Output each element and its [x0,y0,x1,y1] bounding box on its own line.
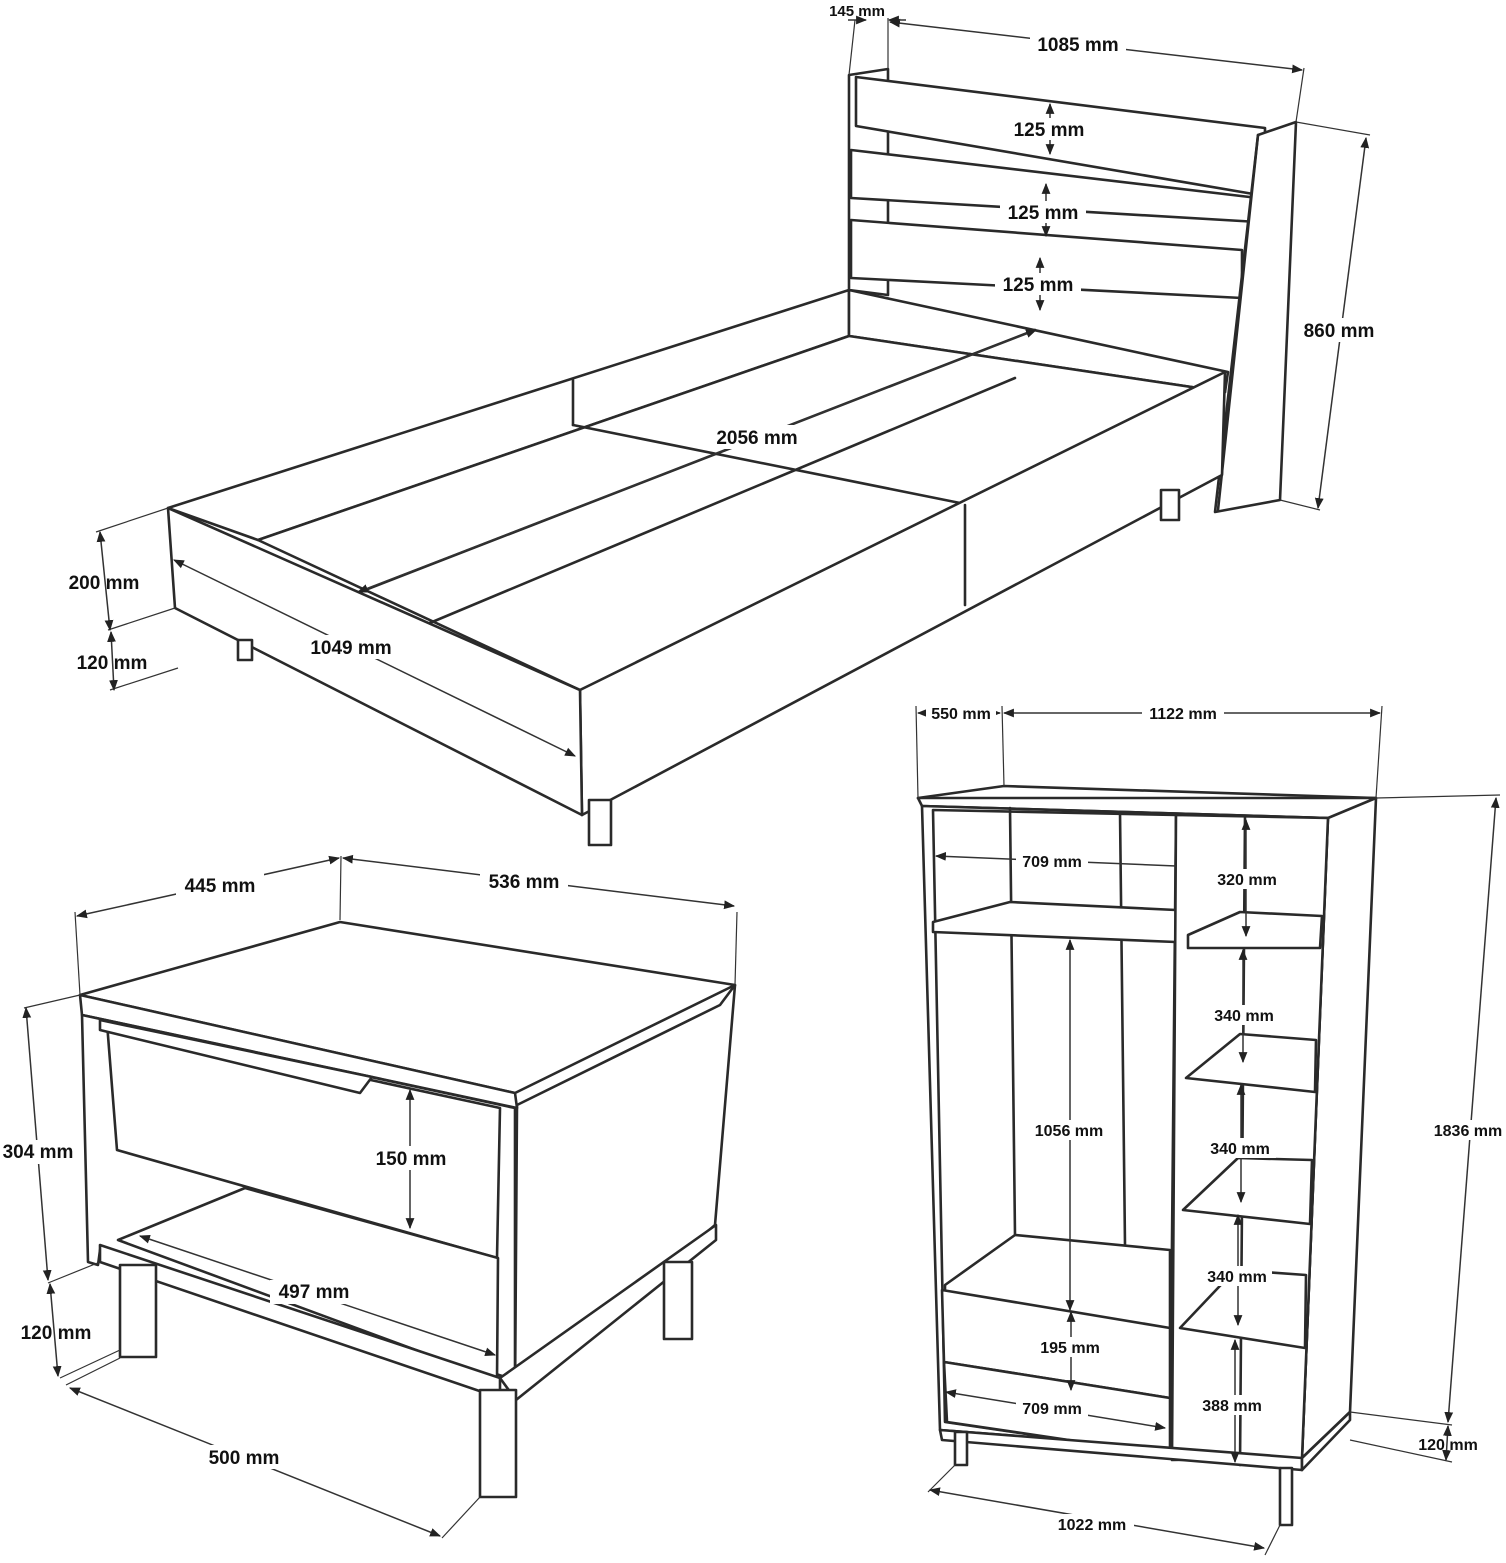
wardrobe-shelf-2 [1184,1032,1318,1094]
wardrobe-drawer-height-label: 195 mm [1040,1340,1100,1357]
wardrobe-shelf-3 [1181,1156,1314,1226]
bed-leg-foot-left [236,638,254,662]
wardrobe-leg-left [953,1430,969,1467]
nightstand-depth-label: 445 mm [185,876,256,897]
bed-slat-1-label: 125 mm [1014,120,1085,141]
bed-headboard-height-label: 860 mm [1304,321,1375,342]
wardrobe-width-label: 1122 mm [1149,706,1217,723]
wardrobe-shelf-4 [1178,1268,1308,1350]
bed-headboard-thickness-label: 145 mm [829,3,885,20]
wardrobe-base-width-label: 1022 mm [1058,1517,1127,1534]
nightstand-leg-front-left [118,1263,158,1359]
wardrobe-leg-height-label: 120 mm [1418,1437,1478,1454]
nightstand-body-height-label: 304 mm [3,1142,74,1163]
bed-length-label: 2056 mm [716,428,797,449]
bed-leg-foot-right [587,798,613,847]
nightstand-leg-front-right [478,1388,518,1499]
wardrobe-shelf-1 [1186,910,1324,950]
bed-leg-head-right [1159,488,1181,522]
bed-drawing: 145 mm 1085 mm 125 mm 125 mm 125 mm 860 … [69,3,1382,847]
bed-slat-2-label: 125 mm [1008,203,1079,224]
nightstand-base-width-label: 500 mm [209,1448,280,1469]
nightstand-leg-back-right [662,1260,694,1341]
wardrobe-leg-right [1278,1466,1294,1527]
wardrobe-depth-label: 550 mm [931,706,991,723]
wardrobe-shelf-5-label: 388 mm [1202,1398,1262,1415]
wardrobe-height-label: 1836 mm [1434,1123,1503,1140]
wardrobe-shelf-4-label: 340 mm [1207,1269,1267,1286]
wardrobe-hanging-height-label: 1056 mm [1035,1123,1104,1140]
bed-headboard-width-label: 1085 mm [1037,35,1118,56]
bed-slat-3-label: 125 mm [1003,275,1074,296]
wardrobe-shelf-3-label: 340 mm [1210,1141,1270,1158]
nightstand-leg-height-label: 120 mm [21,1323,92,1344]
wardrobe-shelf-1-label: 320 mm [1217,872,1277,889]
wardrobe-drawer-width-label: 709 mm [1022,1401,1082,1418]
wardrobe-shelf-2-label: 340 mm [1214,1008,1274,1025]
nightstand-drawer-handle [98,1018,374,1095]
wardrobe-drawing: 550 mm 1122 mm 709 mm 320 mm 340 mm 340 … [915,703,1506,1556]
nightstand-drawer-height-label: 150 mm [376,1149,447,1170]
nightstand-drawing: 445 mm 536 mm 304 mm 150 mm 497 mm 120 m… [0,854,738,1539]
nightstand-top-front-edge [78,993,519,1110]
bed-frame-height-label: 200 mm [69,573,140,594]
nightstand-width-label: 536 mm [489,872,560,893]
nightstand-inner-width-label: 497 mm [279,1282,350,1303]
wardrobe-top-compartment-width-label: 709 mm [1022,854,1082,871]
bed-leg-height-label: 120 mm [77,653,148,674]
bed-width-label: 1049 mm [310,638,391,659]
